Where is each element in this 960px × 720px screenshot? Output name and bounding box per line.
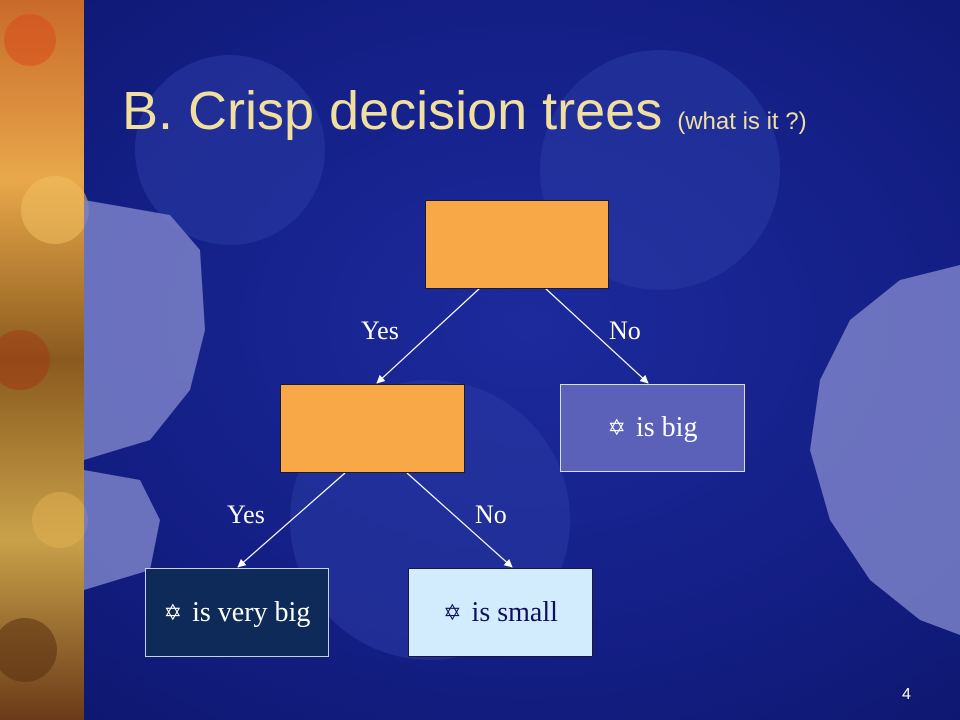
tree-node-root (425, 200, 609, 289)
edge-label-root-yes: Yes (361, 316, 399, 345)
edge-root-no (544, 287, 649, 384)
edge-label-root-no: No (609, 316, 641, 345)
title-main: B. Crisp decision trees (122, 81, 663, 141)
edge-root-yes (376, 287, 481, 384)
tree-node-very-big: ✡ is very big (145, 568, 329, 657)
edge-mid-yes (237, 472, 346, 568)
page-number: 4 (902, 686, 911, 703)
big-node-label: is big (635, 412, 698, 443)
slide-title: B. Crisp decision trees (what is it ?) (122, 78, 807, 155)
star-of-david-icon: ✡ (443, 599, 462, 625)
very-big-node-label: is very big (192, 596, 311, 628)
edge-label-mid-no: No (475, 500, 507, 529)
edge-label-mid-yes: Yes (227, 500, 265, 529)
star-of-david-icon: ✡ (607, 415, 626, 440)
photo-strip-gear-icon (0, 14, 89, 682)
tree-node-mid (280, 384, 465, 473)
tree-node-big: ✡ is big (560, 384, 745, 472)
gear-icon (84, 200, 960, 635)
title-subtitle: (what is it ?) (677, 108, 807, 135)
edge-mid-no (406, 472, 513, 568)
tree-node-small: ✡ is small (408, 568, 593, 657)
star-of-david-icon: ✡ (163, 599, 183, 625)
small-node-label: is small (471, 596, 558, 628)
